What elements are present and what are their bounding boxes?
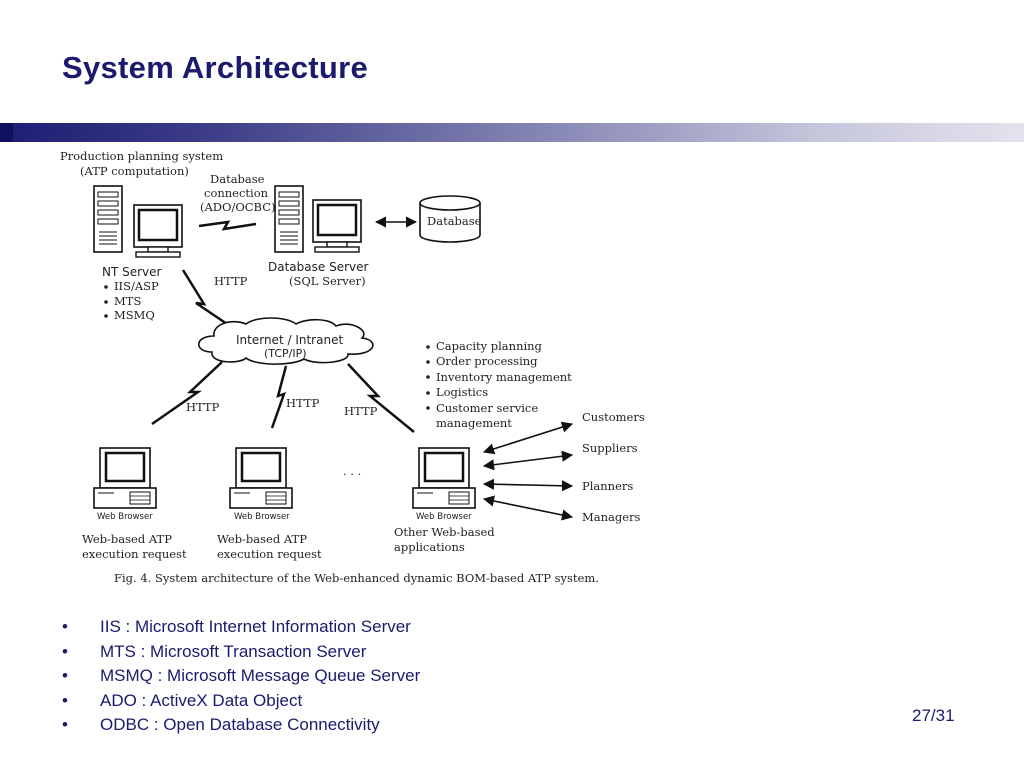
client-2-icon (228, 446, 294, 510)
internet-cloud (197, 317, 374, 365)
http-bolt-client-1 (151, 361, 223, 426)
abbreviation-item: MTS : Microsoft Transaction Server (62, 640, 420, 665)
nt-item-mts: MTS (114, 294, 141, 308)
production-system-label: Production planning system (60, 149, 223, 163)
production-system-sublabel: (ATP computation) (80, 164, 189, 178)
page-number: 27/31 (912, 706, 955, 725)
function-item: Capacity planning (436, 339, 543, 353)
http-label-client-2: HTTP (286, 396, 320, 410)
nt-server-label: NT Server (102, 265, 162, 279)
abbreviation-item: MSMQ : Microsoft Message Queue Server (62, 664, 420, 689)
nt-item-msmq: MSMQ (114, 308, 155, 322)
http-bolt-client-3 (347, 363, 415, 433)
database-server-label: Database Server (268, 260, 368, 274)
function-item: Inventory management (436, 370, 572, 384)
db-connection-label-2: connection (204, 186, 269, 200)
role-managers: Managers (582, 510, 641, 524)
db-connection-label-3: (ADO/OCBC) (200, 200, 276, 214)
client-1-label: Web-based ATP (82, 532, 172, 546)
internet-label: Internet / Intranet (236, 333, 343, 347)
client-2-label: Web-based ATP (217, 532, 307, 546)
client-3-sublabel: applications (394, 540, 465, 554)
database-server-icon (274, 185, 363, 254)
function-item: Order processing (436, 354, 538, 368)
planners-arrow (482, 478, 574, 492)
function-item: management (436, 416, 512, 430)
managers-arrow (482, 495, 574, 521)
db-connection-label-1: Database (210, 172, 265, 186)
figure-caption: Fig. 4. System architecture of the Web-e… (114, 571, 599, 585)
http-bolt-nt (181, 269, 231, 328)
title-gradient-bar (0, 123, 1024, 142)
nt-server-icon (93, 185, 184, 259)
web-browser-label-3: Web Browser (416, 512, 472, 522)
slide-title: System Architecture (62, 50, 369, 85)
database-cylinder-icon (419, 195, 481, 243)
role-planners: Planners (582, 479, 633, 493)
http-label-client-3: HTTP (344, 404, 378, 418)
role-customers: Customers (582, 410, 645, 424)
http-label-nt: HTTP (214, 274, 248, 288)
client-3-icon (411, 446, 477, 510)
abbreviation-list: IIS : Microsoft Internet Information Ser… (62, 615, 420, 738)
title-bar-square (0, 123, 13, 142)
suppliers-arrow (482, 450, 574, 471)
nt-item-iis: IIS/ASP (114, 279, 159, 293)
database-server-sublabel: (SQL Server) (289, 274, 366, 288)
abbreviation-item: ADO : ActiveX Data Object (62, 689, 420, 714)
web-browser-label-2: Web Browser (234, 512, 290, 522)
customers-arrow (482, 421, 574, 455)
function-item: Customer service (436, 401, 538, 415)
http-label-client-1: HTTP (186, 400, 220, 414)
web-browser-label-1: Web Browser (97, 512, 153, 522)
function-item: Logistics (436, 385, 488, 399)
client-1-icon (92, 446, 158, 510)
architecture-diagram: Production planning system (ATP computat… (60, 149, 645, 585)
database-label: Database (427, 214, 482, 228)
http-bolt-client-2 (270, 365, 288, 429)
more-clients-ellipsis: . . . (343, 464, 361, 478)
functions-list: Capacity planning Order processing Inven… (426, 339, 572, 430)
abbreviation-item: ODBC : Open Database Connectivity (62, 713, 420, 738)
db-connection-bolt (198, 220, 257, 231)
abbreviation-item: IIS : Microsoft Internet Information Ser… (62, 615, 420, 640)
client-1-sublabel: execution request (82, 547, 187, 561)
client-3-label: Other Web-based (394, 525, 495, 539)
role-suppliers: Suppliers (582, 441, 638, 455)
internet-sublabel: (TCP/IP) (264, 347, 307, 360)
client-2-sublabel: execution request (217, 547, 322, 561)
